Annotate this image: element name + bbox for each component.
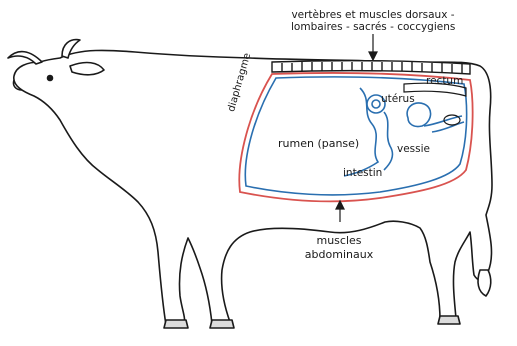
uterus-label: utérus [381, 93, 415, 105]
bladder-label: vessie [397, 143, 430, 155]
abdominal-muscles-line1: muscles [303, 234, 375, 248]
vertebrae-label-line2: lombaires - sacrés - coccygiens [291, 21, 455, 33]
abdominal-muscles-line2: abdominaux [303, 248, 375, 262]
abdominal-muscles-label: muscles abdominaux [303, 234, 375, 262]
rumen-label: rumen (panse) [278, 138, 359, 150]
rectum-label: rectum [426, 75, 463, 87]
intestine-label: intestin [343, 167, 382, 179]
vertebrae-label-line1: vertèbres et muscles dorsaux - [291, 9, 455, 21]
vertebrae-label: vertèbres et muscles dorsaux - lombaires… [291, 9, 455, 33]
